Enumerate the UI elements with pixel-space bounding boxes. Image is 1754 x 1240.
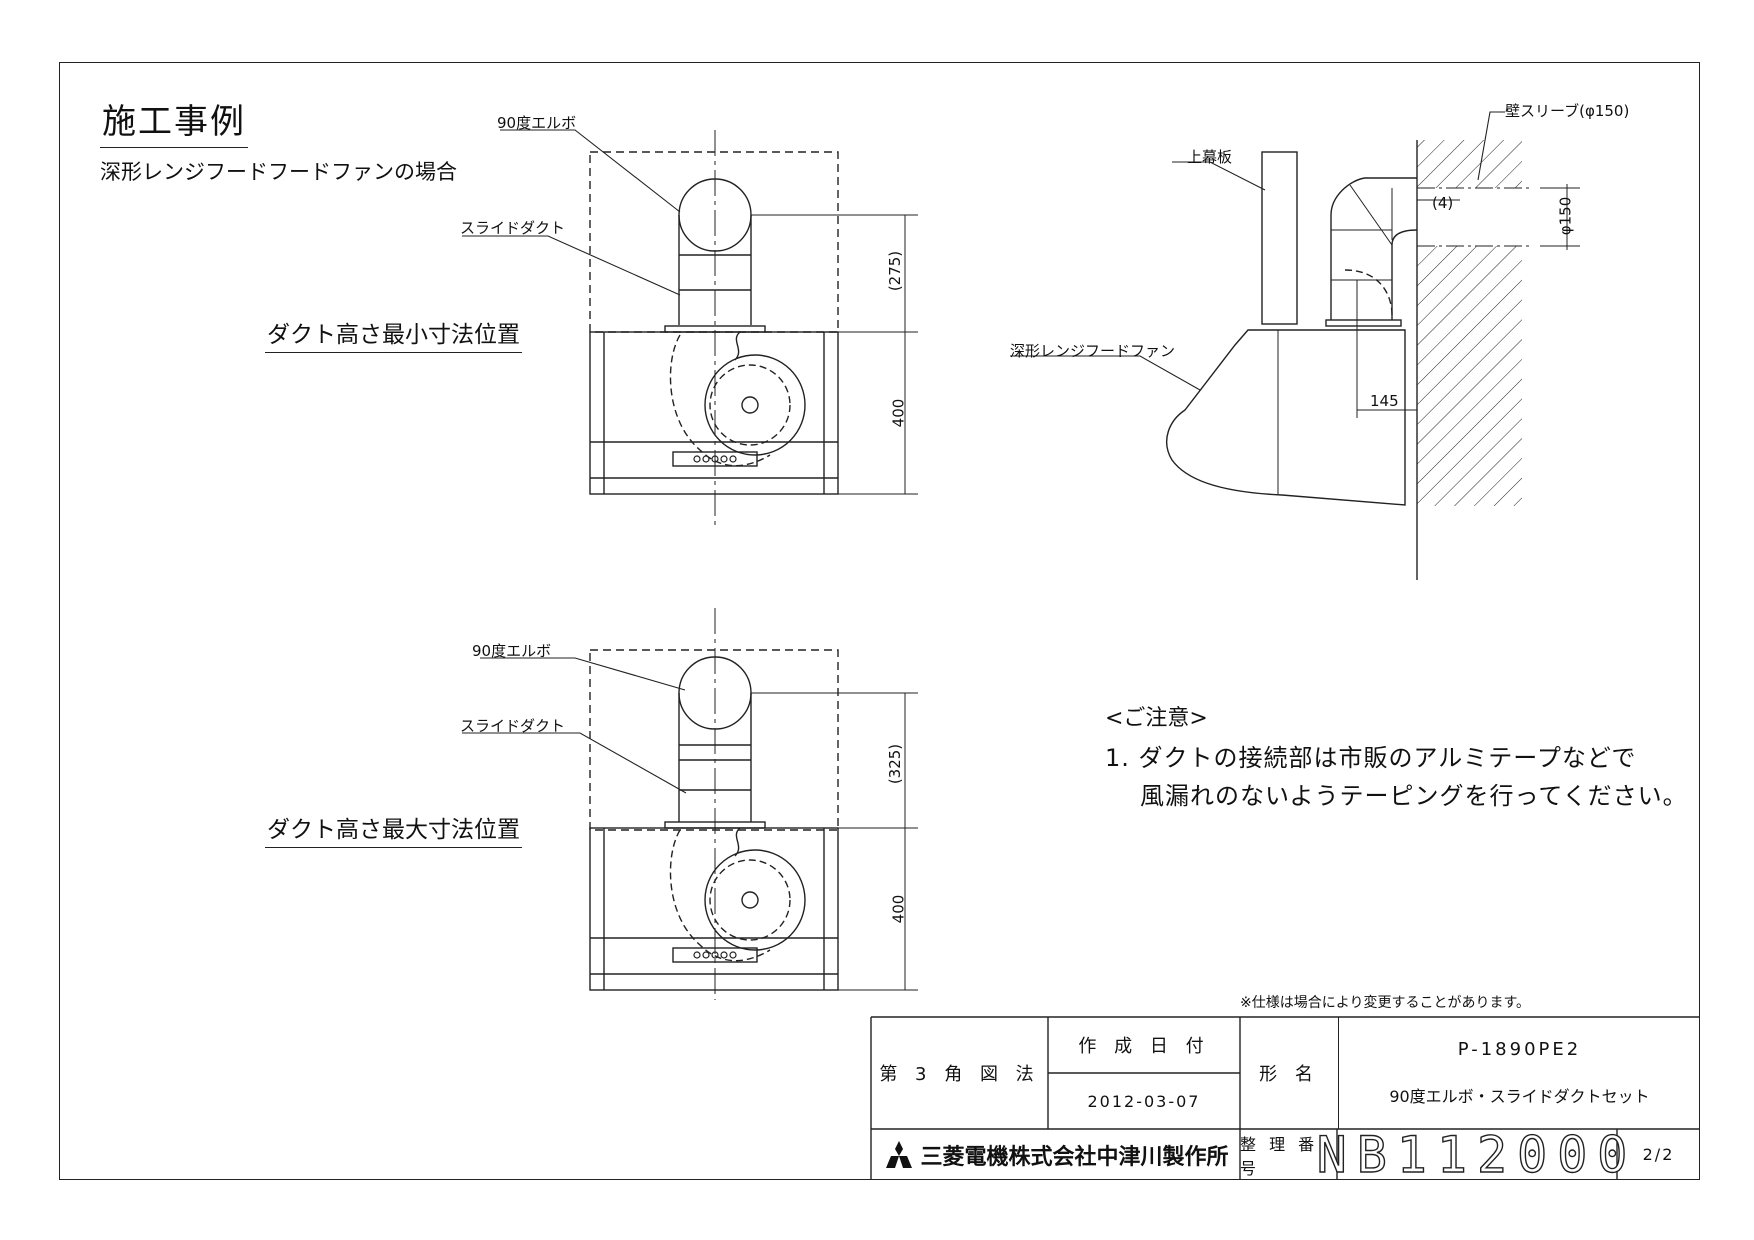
- mitsubishi-logo-icon: [886, 1140, 913, 1168]
- dim-diameter: φ150: [1556, 196, 1575, 236]
- dim-offset: 145: [1370, 392, 1399, 410]
- notes-heading: <ご注意>: [1105, 706, 1208, 731]
- model-cell: P-1890PE2 90度エルボ・スライドダクトセット: [1338, 1017, 1700, 1129]
- drawing-number: NB112000: [1316, 1125, 1628, 1184]
- drawing-number-text: NB112000: [1316, 1125, 1638, 1184]
- drawing-subtitle: 深形レンジフードフードファンの場合: [100, 160, 457, 184]
- company-name: 三菱電機株式会社中津川製作所: [920, 1144, 1229, 1170]
- elbow-label-top: 90度エルボ: [497, 114, 577, 132]
- dim-duct-min: (275): [886, 250, 905, 292]
- dim-hood-min: 400: [889, 398, 908, 428]
- elbow-label-bottom: 90度エルボ: [472, 642, 552, 660]
- title-block-grid: [870, 1016, 1700, 1180]
- drawing-title: 施工事例: [100, 94, 248, 148]
- min-position-label: ダクト高さ最小寸法位置: [265, 315, 522, 353]
- note-line-1: 1. ダクトの接続部は市販のアルミテープなどで: [1105, 744, 1637, 772]
- drawing-frame: [59, 62, 1700, 1180]
- date-label: 作 成 日 付: [1078, 1036, 1210, 1057]
- side-view: [1010, 111, 1580, 580]
- date-value: 2012-03-07: [1087, 1091, 1201, 1111]
- model-label: 形 名: [1259, 1064, 1319, 1085]
- duct-label-bottom: スライドダクト: [460, 717, 566, 735]
- spec-note: ※仕様は場合により変更することがあります。: [1240, 995, 1531, 1011]
- front-view-min: [462, 129, 918, 525]
- projection-method: 第 3 角 図 法: [879, 1064, 1040, 1085]
- model-description: 90度エルボ・スライドダクトセット: [1389, 1087, 1650, 1106]
- dim-duct-max: (325): [886, 743, 905, 785]
- top-panel-label: 上幕板: [1187, 148, 1233, 166]
- model-number: P-1890PE2: [1457, 1039, 1582, 1060]
- sleeve-label: 壁スリーブ(φ150): [1505, 102, 1630, 120]
- note-line-2: 風漏れのないようテーピングを行ってください。: [1140, 782, 1688, 810]
- sheet-number: 2/2: [1642, 1145, 1675, 1164]
- company-cell: 三菱電機株式会社中津川製作所: [871, 1129, 1240, 1180]
- fan-label: 深形レンジフードファン: [1010, 342, 1176, 360]
- duct-label-top: スライドダクト: [460, 219, 566, 237]
- dim-hood-max: 400: [889, 894, 908, 924]
- ref-number-label: 整 理 番 号: [1240, 1134, 1319, 1178]
- dim-gap: (4): [1432, 194, 1454, 212]
- max-position-label: ダクト高さ最大寸法位置: [265, 810, 522, 848]
- front-view-max: [462, 608, 918, 1000]
